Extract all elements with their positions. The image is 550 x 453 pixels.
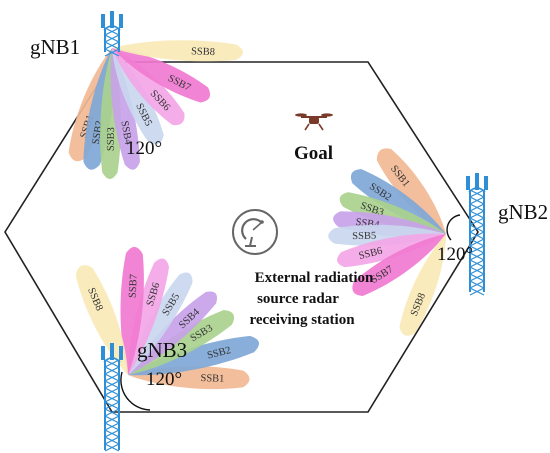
antenna-right: [484, 176, 488, 190]
goal-label: Goal: [294, 143, 333, 164]
gnb2-beam-label-5: SSB5: [352, 231, 376, 242]
gnb2-beam-shape-7: [352, 234, 446, 296]
gnb3-angle-arc: [120, 371, 151, 411]
tower-lattice: [469, 196, 485, 205]
drone-icon: [295, 113, 333, 131]
antenna-center: [110, 343, 114, 360]
gnb3-beam-shape-6: [127, 258, 170, 375]
tower-lattice: [469, 224, 485, 233]
tower-lattice: [469, 245, 485, 254]
tower-lattice: [469, 266, 485, 275]
gnb2-angle-label: 120°: [437, 244, 473, 265]
tower-lattice: [469, 231, 485, 240]
radar-label-line1: External radiation: [255, 270, 374, 286]
gnb1-tower-icon: [101, 11, 123, 57]
tower-lattice: [104, 422, 120, 431]
gnb2-beam-shape-1: [376, 148, 446, 234]
tower-lattice: [104, 34, 120, 43]
gnb3-beam-shape-5: [128, 272, 193, 375]
gnb3-beam-ssb8: SSB8: [75, 265, 128, 375]
gnb1-beam-label-8: SSB8: [191, 46, 215, 58]
gnb2-angle-arc: [446, 214, 461, 241]
gnb2-beam-shape-8: [399, 234, 446, 336]
tower-lattice: [104, 394, 120, 403]
gnb1-label: gNB1: [30, 35, 80, 59]
antenna-right: [119, 346, 123, 360]
antenna-right: [119, 14, 123, 28]
gnb2-beam-ssb8: SSB8: [399, 234, 446, 336]
gnb3-angle-label: 120°: [146, 369, 182, 390]
gnb1-beam-label-4: SSB4: [118, 120, 133, 146]
gnb1-angle-label: 120°: [126, 138, 162, 159]
radar-label-line3: receiving station: [249, 312, 355, 328]
tower-lattice: [104, 366, 120, 375]
antenna-left: [101, 346, 105, 360]
tower-lattice: [104, 408, 120, 417]
gnb3-label: gNB3: [137, 338, 187, 362]
gnb2-beam-shape-6: [337, 233, 446, 268]
tower-lattice: [469, 210, 485, 219]
gnb2-label: gNB2: [498, 200, 548, 224]
coverage-hexagon: [4, 61, 479, 413]
gnb1-beam-label-3: SSB3: [106, 127, 117, 151]
tower-lattice: [469, 217, 485, 226]
gnb3-beam-label-1: SSB1: [200, 373, 224, 385]
tower-lattice: [469, 273, 485, 282]
gnb2-tower-icon: [466, 173, 488, 296]
gnb3-beam-shape-4: [128, 291, 218, 375]
gnb1-beam-shape-7: [112, 48, 210, 103]
radar-label-line2: source radar: [257, 291, 339, 307]
gnb1-beam-shape-6: [112, 48, 185, 126]
gnb3-beam-ssb2: SSB2: [128, 335, 259, 376]
gnb2-beam-ssb2: SSB2: [350, 169, 446, 234]
tower-lattice: [469, 189, 485, 198]
gnb3-beam-ssb6: SSB6: [127, 258, 170, 375]
gnb3-beam-shape-7: [120, 246, 144, 375]
tower-lattice: [104, 380, 120, 389]
tower-lattice: [469, 252, 485, 261]
gnb3-beam-ssb7: SSB7: [120, 246, 144, 375]
tower-lattice: [469, 280, 485, 289]
tower-lattice: [104, 387, 120, 396]
tower-lattice: [104, 359, 120, 368]
tower-lattice: [104, 48, 120, 57]
tower-lattice: [104, 415, 120, 424]
gnb2-beam-ssb1: SSB1: [376, 148, 446, 234]
tower-lattice: [104, 429, 120, 438]
gnb3-tower-icon: [101, 343, 123, 452]
gnb1-beam-ssb7: SSB7: [112, 48, 210, 103]
tower-lattice: [469, 203, 485, 212]
tower-lattice: [469, 287, 485, 296]
tower-lattice: [104, 436, 120, 445]
gnb2-beam-ssb6: SSB6: [337, 233, 446, 268]
gnb1-beam-ssb8: SSB8: [112, 40, 244, 62]
tower-lattice: [104, 27, 120, 36]
gnb2-beam-shape-2: [350, 169, 446, 234]
gnb1-beam-shape-8: [112, 40, 244, 62]
gnb3-beam-label-7: SSB7: [128, 274, 140, 298]
radar-dish-icon: [232, 209, 278, 255]
tower-lattice: [104, 373, 120, 382]
tower-lattice: [469, 259, 485, 268]
antenna-center: [110, 11, 114, 28]
gnb3-beam-shape-8: [75, 265, 128, 375]
gnb2-beam-ssb7: SSB7: [352, 234, 446, 296]
gnb3-beam-ssb5: SSB5: [128, 272, 193, 375]
gnb3-beam-shape-2: [128, 335, 259, 376]
antenna-center: [475, 173, 479, 190]
tower-lattice: [104, 443, 120, 452]
tower-lattice: [104, 401, 120, 410]
antenna-left: [466, 176, 470, 190]
tower-lattice: [104, 41, 120, 50]
tower-lattice: [469, 238, 485, 247]
antenna-left: [101, 14, 105, 28]
